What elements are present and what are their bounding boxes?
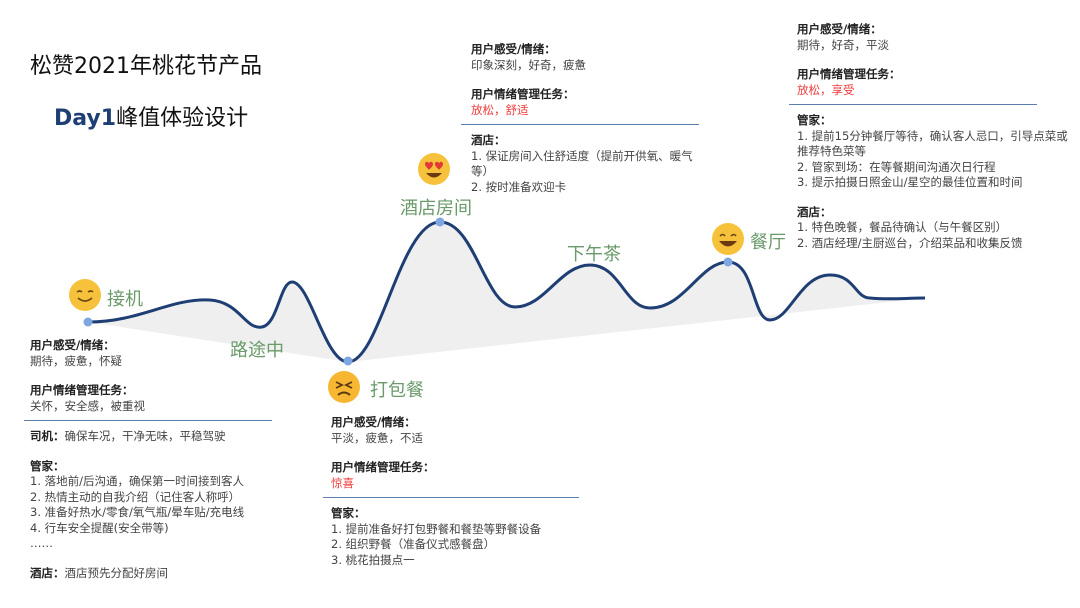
- list-item: 2. 按时准备欢迎卡: [471, 179, 567, 194]
- feeling-label: 用户感受/情绪：: [331, 415, 416, 429]
- hotel-label: 酒店：: [471, 133, 506, 147]
- list-item: 2. 组织野餐（准备仪式感餐盘）: [331, 537, 496, 551]
- task-value: 放松，享受: [797, 82, 855, 97]
- driver-label: 司机：: [30, 429, 65, 443]
- stage-tea: 下午茶: [567, 244, 621, 265]
- list-item: 1. 落地前/后沟通，确保第一时间接到客人: [30, 474, 245, 488]
- point-dinner: [723, 257, 733, 267]
- room-block: 用户感受/情绪： 印象深刻，好奇，疲惫 用户情绪管理任务： 放松，舒适 酒店： …: [461, 42, 699, 195]
- task-value: 惊喜: [331, 475, 354, 490]
- stage-pickup: 接机: [107, 289, 143, 310]
- stage-dinner: 餐厅: [750, 232, 786, 253]
- butler-label: 管家：: [30, 458, 65, 473]
- feeling-value: 期待，好奇，平淡: [797, 37, 889, 52]
- subtitle-text: 峰值体验设计: [116, 106, 249, 131]
- pickup-block: 用户感受/情绪： 期待，疲惫，怀疑 用户情绪管理任务： 关怀，安全感，被重视 司…: [24, 338, 272, 581]
- point-picnic: [343, 356, 353, 366]
- task-label: 用户情绪管理任务：: [331, 460, 435, 474]
- heart-eyes-emoji-icon: [418, 153, 450, 185]
- feeling-label: 用户感受/情绪：: [471, 42, 556, 56]
- list-item: 1. 提前15分钟餐厅等待，确认客人忌口，引导点菜或推荐特色菜等: [797, 128, 1068, 159]
- stage-on-road: 路途中: [230, 340, 284, 361]
- list-item: 1. 保证房间入住舒适度（提前开供氧、暖气等）: [471, 148, 693, 179]
- list-item: 3. 提示拍摄日照金山/星空的最佳位置和时间: [797, 175, 1023, 189]
- task-label: 用户情绪管理任务：: [471, 87, 575, 101]
- list-item: 1. 特色晚餐，餐品待确认（与午餐区别）: [797, 220, 1008, 234]
- feeling-label: 用户感受/情绪：: [797, 22, 882, 36]
- driver-value: 确保车况，干净无味，平稳驾驶: [64, 429, 226, 443]
- task-value: 放松，舒适: [471, 102, 529, 117]
- tired-emoji-icon: [328, 371, 360, 403]
- point-pickup: [83, 317, 93, 327]
- subtitle: Day1峰值体验设计: [54, 100, 248, 132]
- title: 松赞2021年桃花节产品: [30, 54, 262, 79]
- curve-fill: [88, 222, 925, 362]
- task-value: 关怀，安全感，被重视: [30, 398, 145, 413]
- list-item: ……: [30, 536, 53, 550]
- grin-emoji-icon: [712, 223, 744, 255]
- divider: [461, 124, 699, 125]
- day-label: Day1: [54, 106, 117, 131]
- butler-label: 管家：: [331, 506, 366, 520]
- feeling-value: 印象深刻，好奇，疲惫: [471, 57, 586, 72]
- divider: [323, 497, 579, 498]
- picnic-block: 用户感受/情绪： 平淡，疲惫，不适 用户情绪管理任务： 惊喜 管家： 1. 提前…: [323, 415, 579, 568]
- list-item: 1. 提前准备好打包野餐和餐垫等野餐设备: [331, 521, 542, 536]
- point-room: [435, 217, 445, 227]
- stage-room: 酒店房间: [400, 198, 472, 219]
- dinner-block: 用户感受/情绪： 期待，好奇，平淡 用户情绪管理任务： 放松，享受 管家： 1.…: [789, 22, 1069, 251]
- hotel-value: 酒店预先分配好房间: [64, 565, 169, 580]
- butler-label: 管家：: [797, 113, 832, 127]
- hotel-label: 酒店：: [797, 204, 832, 219]
- smile-emoji-icon: [69, 279, 101, 311]
- list-item: 3. 桃花拍摄点一: [331, 552, 415, 567]
- divider: [789, 104, 1037, 105]
- list-item: 4. 行车安全提醒(安全带等): [30, 520, 169, 535]
- list-item: 2. 管家到场：在等餐期间沟通次日行程: [797, 159, 996, 174]
- feeling-value: 期待，疲惫，怀疑: [30, 353, 122, 368]
- divider: [24, 420, 272, 421]
- list-item: 2. 热情主动的自我介绍（记住客人称呼）: [30, 489, 241, 504]
- feeling-label: 用户感受/情绪：: [30, 338, 115, 352]
- task-label: 用户情绪管理任务：: [797, 67, 901, 81]
- stage-picnic: 打包餐: [370, 380, 424, 401]
- task-label: 用户情绪管理任务：: [30, 383, 134, 397]
- hotel-label: 酒店：: [30, 565, 65, 580]
- feeling-value: 平淡，疲惫，不适: [331, 430, 423, 445]
- list-item: 2. 酒店经理/主厨巡台，介绍菜品和收集反馈: [797, 235, 1023, 250]
- list-item: 3. 准备好热水/零食/氧气瓶/晕车贴/充电线: [30, 505, 245, 519]
- emotion-curve: [87, 220, 926, 364]
